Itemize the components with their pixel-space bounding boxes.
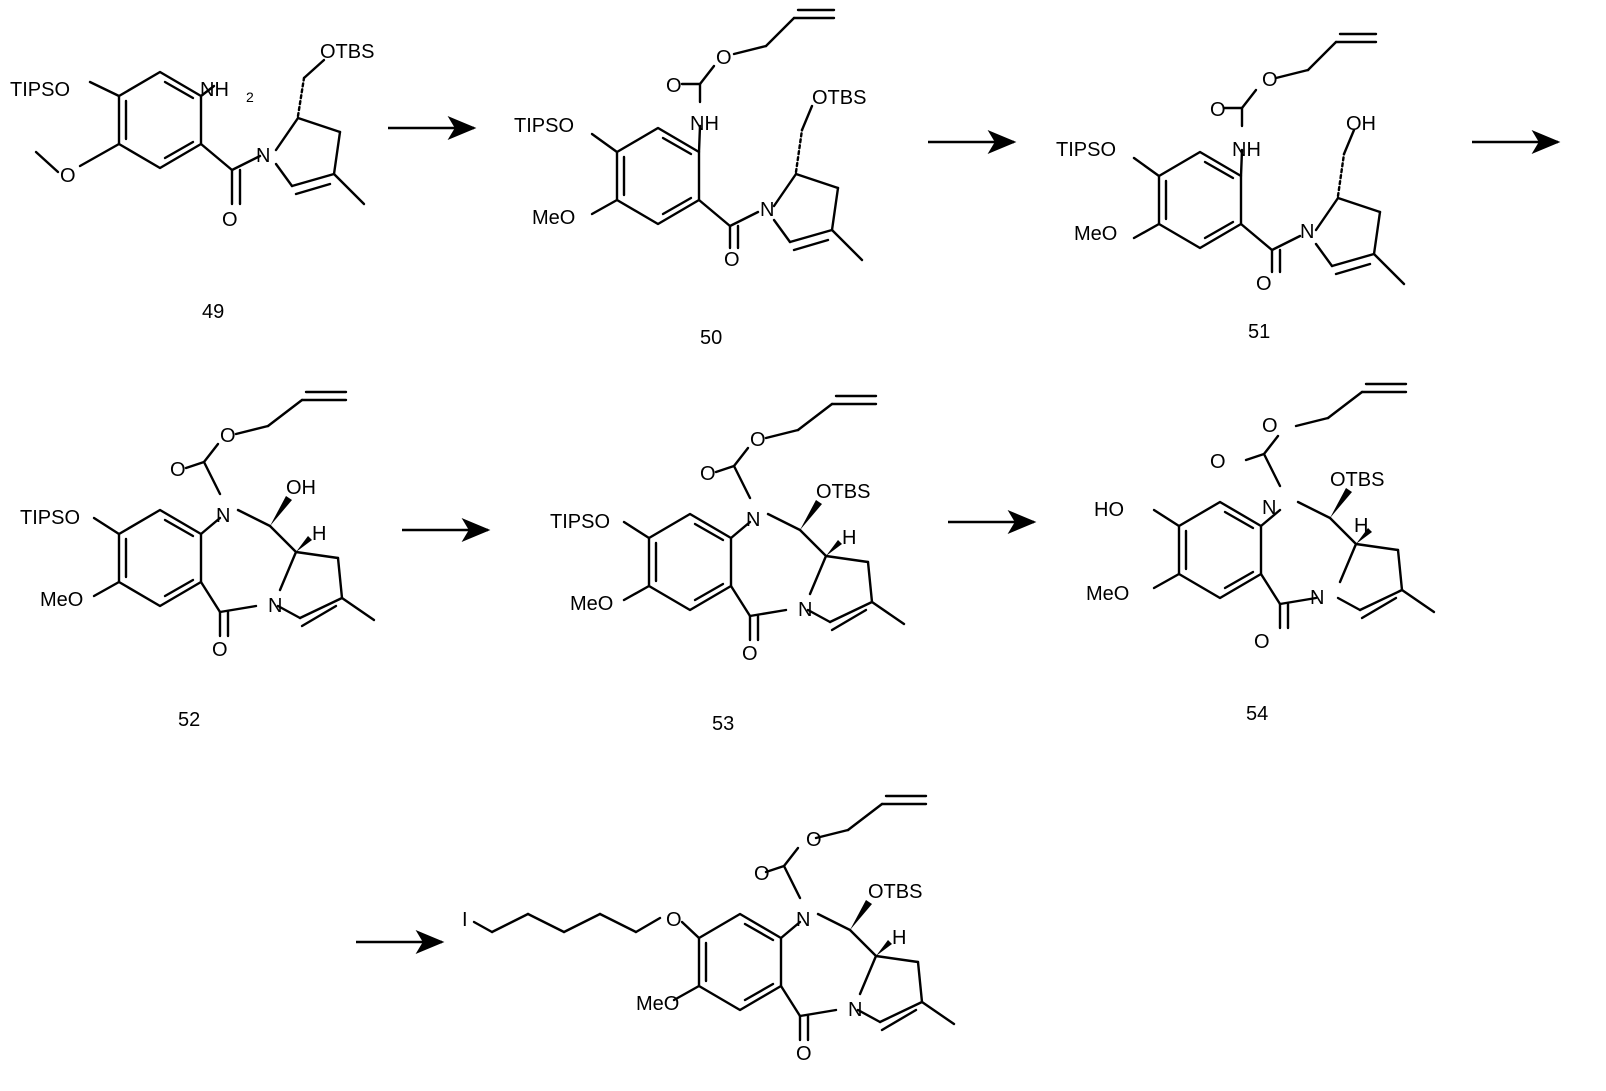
- iodine-label: I: [462, 909, 468, 931]
- tipso-label: TIPSO: [1056, 139, 1116, 161]
- linker-oxygen-label: O: [666, 909, 682, 931]
- compound-54: HO MeO N N OTBS H O O O 54: [1086, 384, 1434, 725]
- h-label: H: [312, 523, 326, 545]
- carbonyl-oxygen-label: O: [222, 209, 238, 231]
- amide-nitrogen-label: N: [1310, 587, 1324, 609]
- compound-iodopentyl-product: I O MeO N N OTBS H O O O: [462, 796, 954, 1065]
- ester-oxygen-label: O: [1262, 69, 1278, 91]
- compound-51: TIPSO MeO NH O O OH N O 51: [1056, 34, 1404, 343]
- amide-nitrogen-label: N: [256, 145, 270, 167]
- ester-oxygen-label: O: [220, 425, 236, 447]
- ho-label: HO: [1094, 499, 1124, 521]
- h-label: H: [842, 527, 856, 549]
- carbamate-nitrogen-label: N: [216, 505, 230, 527]
- compound-number: 49: [202, 301, 224, 323]
- amide-nitrogen-label: N: [1300, 221, 1314, 243]
- meo-label: MeO: [1086, 583, 1129, 605]
- otbs-label: OTBS: [812, 87, 866, 109]
- carbamate-nitrogen-label: N: [796, 909, 810, 931]
- compound-number: 54: [1246, 703, 1268, 725]
- otbs-label: OTBS: [1330, 469, 1384, 491]
- carbonyl-oxygen-label: O: [742, 643, 758, 665]
- otbs-label: OTBS: [816, 481, 870, 503]
- ester-oxygen-label: O: [1262, 415, 1278, 437]
- meo-label: MeO: [1074, 223, 1117, 245]
- otbs-label: OTBS: [868, 881, 922, 903]
- carbamate-oxygen-label: O: [666, 75, 682, 97]
- carbonyl-oxygen-label: O: [796, 1043, 812, 1065]
- meo-label: MeO: [532, 207, 575, 229]
- h-label: H: [892, 927, 906, 949]
- amide-nitrogen-label: N: [268, 595, 282, 617]
- carbamate-oxygen-label: O: [754, 863, 770, 885]
- carbamate-oxygen-label: O: [700, 463, 716, 485]
- compound-49: TIPSO O NH 2 OTBS N O 49: [10, 41, 374, 323]
- oh-label: OH: [286, 477, 316, 499]
- tipso-label: TIPSO: [550, 511, 610, 533]
- meo-label: MeO: [40, 589, 83, 611]
- tipso-label: TIPSO: [514, 115, 574, 137]
- tipso-label: TIPSO: [20, 507, 80, 529]
- compound-number: 51: [1248, 321, 1270, 343]
- compound-number: 53: [712, 713, 734, 735]
- amine-label: NH: [200, 79, 229, 101]
- carbamate-oxygen-label: O: [170, 459, 186, 481]
- otbs-label: OTBS: [320, 41, 374, 63]
- compound-50: TIPSO MeO NH O O OTBS N O 50: [514, 10, 866, 349]
- compound-number: 50: [700, 327, 722, 349]
- h-label: H: [1354, 515, 1368, 537]
- carbamate-oxygen-label: O: [1210, 451, 1226, 473]
- ester-oxygen-label: O: [806, 829, 822, 851]
- ester-oxygen-label: O: [750, 429, 766, 451]
- meo-label: MeO: [636, 993, 679, 1015]
- ether-oxygen-label: O: [60, 165, 76, 187]
- amine-subscript: 2: [246, 89, 254, 105]
- nh-label: NH: [1232, 139, 1261, 161]
- nh-label: NH: [690, 113, 719, 135]
- amide-nitrogen-label: N: [798, 599, 812, 621]
- carbamate-nitrogen-label: N: [746, 509, 760, 531]
- carbonyl-oxygen-label: O: [724, 249, 740, 271]
- meo-label: MeO: [570, 593, 613, 615]
- compound-52: TIPSO MeO N N OH H O O O 52: [20, 392, 374, 731]
- carbonyl-oxygen-label: O: [1254, 631, 1270, 653]
- carbonyl-oxygen-label: O: [1256, 273, 1272, 295]
- oh-label: OH: [1346, 113, 1376, 135]
- carbamate-nitrogen-label: N: [1262, 497, 1276, 519]
- tipso-label: TIPSO: [10, 79, 70, 101]
- ester-oxygen-label: O: [716, 47, 732, 69]
- amide-nitrogen-label: N: [848, 999, 862, 1021]
- compound-number: 52: [178, 709, 200, 731]
- carbonyl-oxygen-label: O: [212, 639, 228, 661]
- carbamate-oxygen-label: O: [1210, 99, 1226, 121]
- compound-53: TIPSO MeO N N OTBS H O O O 53: [550, 396, 904, 735]
- amide-nitrogen-label: N: [760, 199, 774, 221]
